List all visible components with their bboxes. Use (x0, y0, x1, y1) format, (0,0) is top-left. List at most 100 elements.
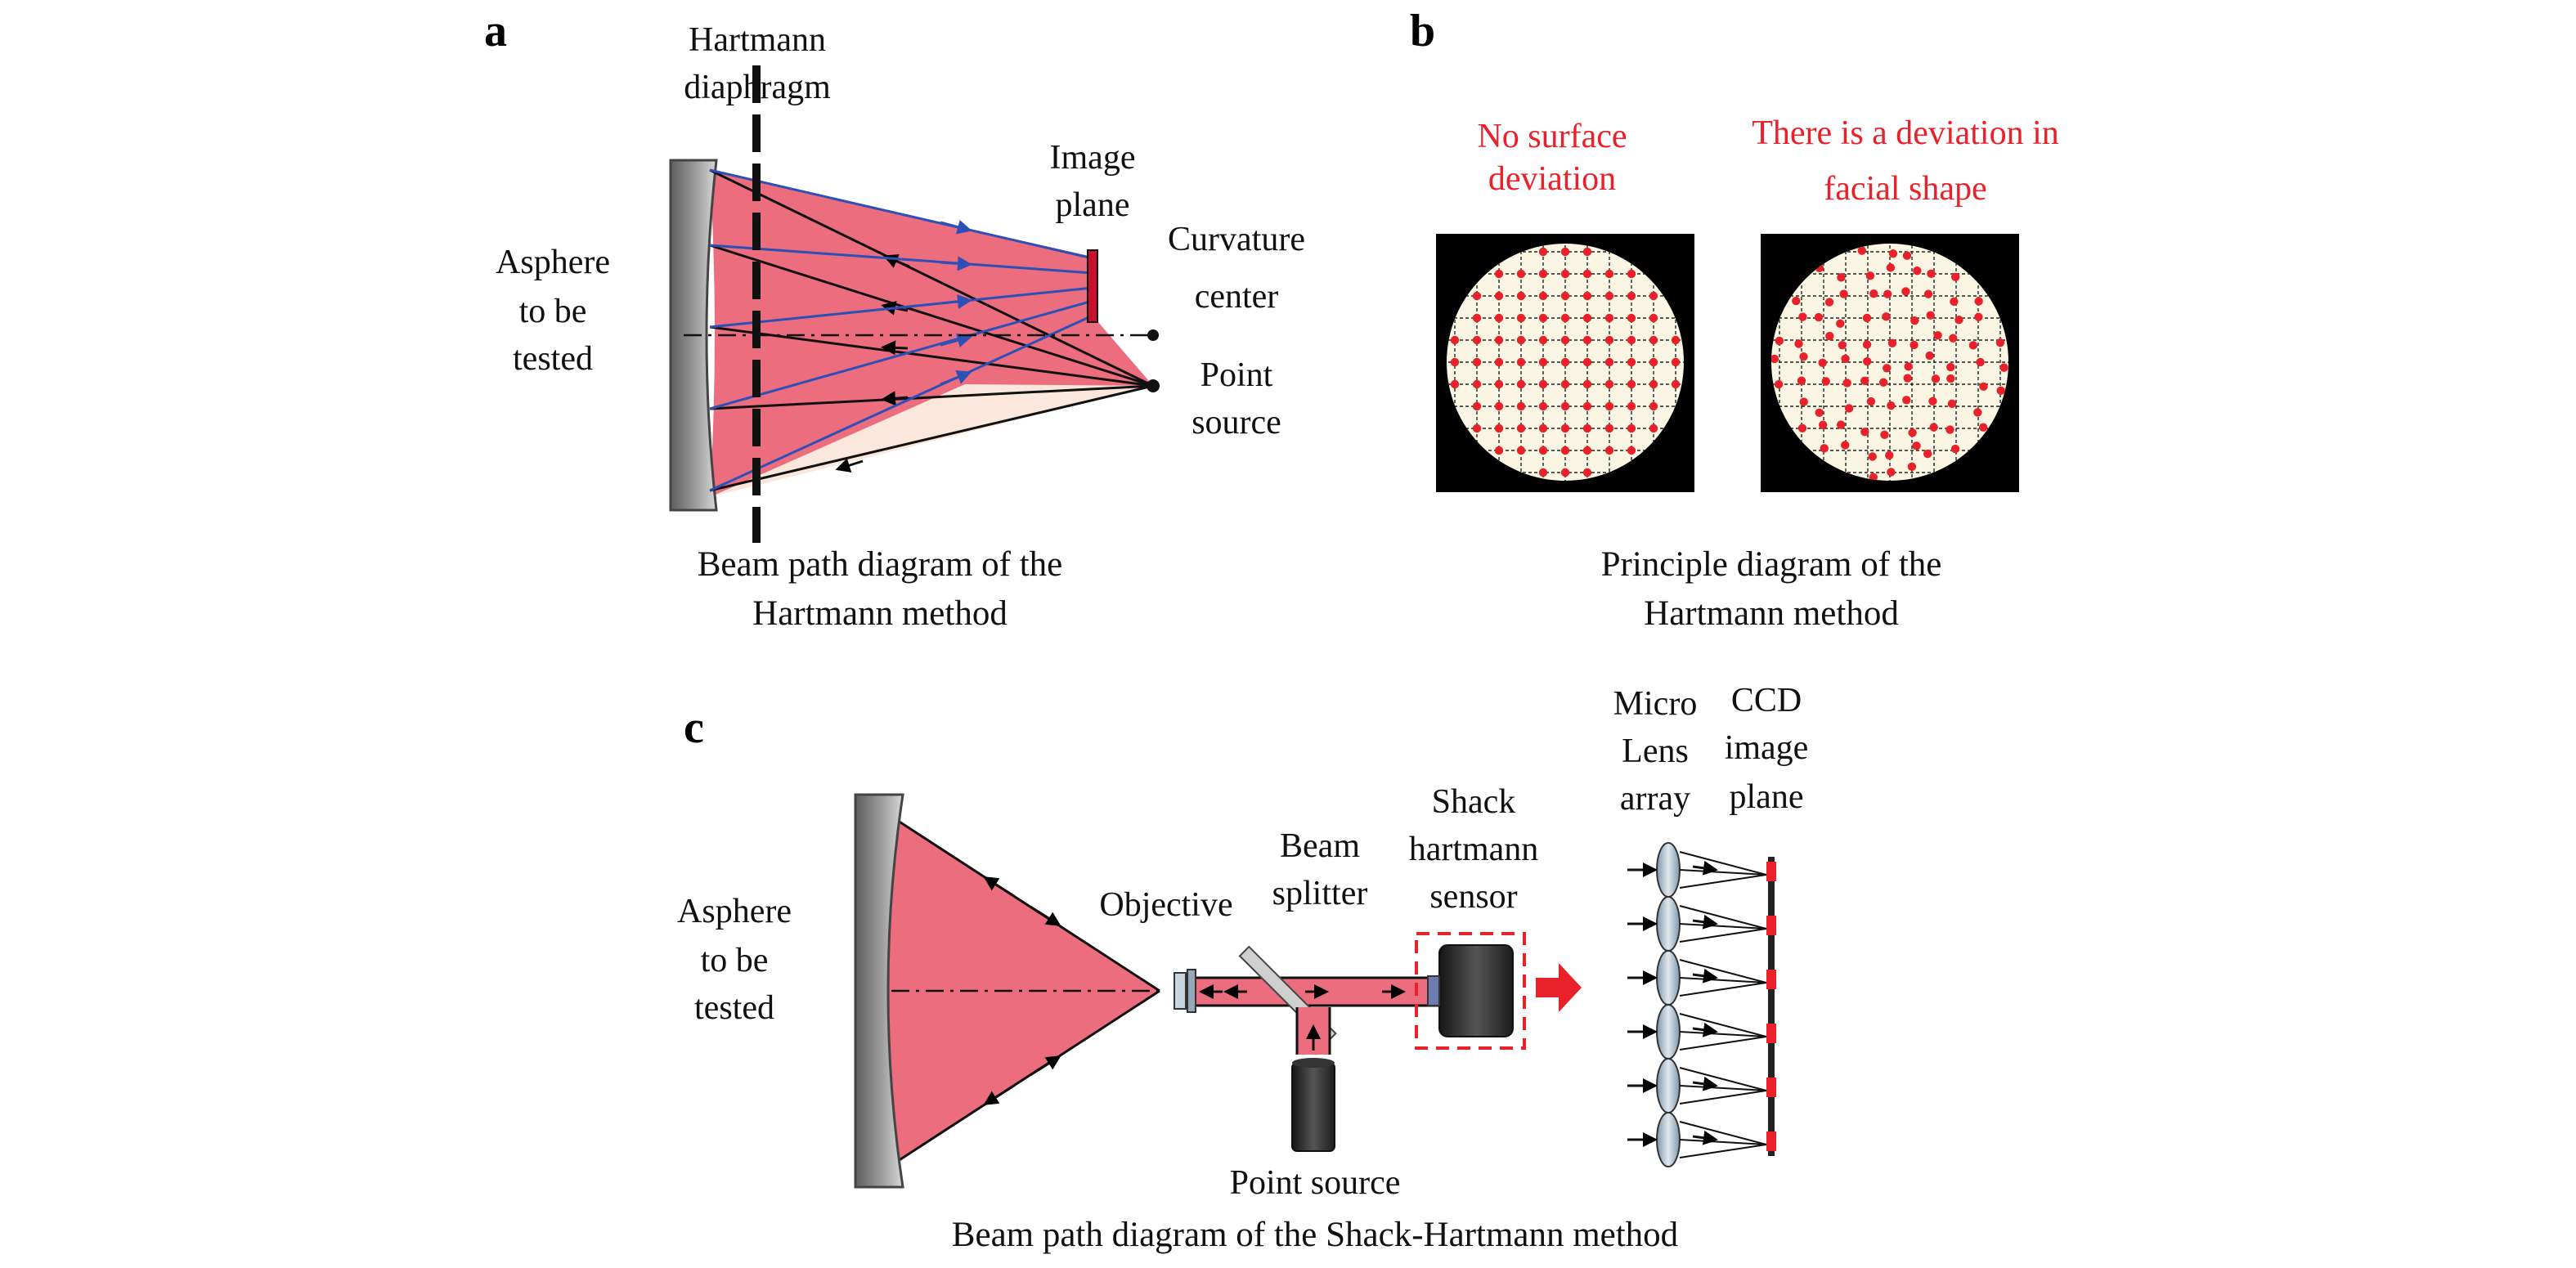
reflected-rays (709, 168, 1093, 492)
asphere-mirror-c (854, 793, 904, 1189)
spot (1604, 269, 1614, 279)
spot (1903, 374, 1912, 383)
spot (1923, 449, 1932, 459)
focused-ray (1679, 1085, 1767, 1091)
spot (1627, 357, 1636, 367)
spot (1627, 379, 1636, 389)
spot (1649, 357, 1658, 367)
spot (1907, 462, 1917, 472)
focused-ray (1679, 869, 1767, 876)
spot (1516, 335, 1526, 345)
svg-text:Beam: Beam (1280, 827, 1360, 865)
curvature-center-dot (1147, 329, 1159, 341)
spot (1797, 423, 1807, 432)
micro-lens (1656, 1058, 1681, 1113)
focused-ray-arrow (1692, 1130, 1718, 1145)
spot (1837, 273, 1846, 282)
panel-letter-c: c (684, 702, 704, 753)
spot (1979, 382, 1988, 392)
svg-text:source: source (1192, 404, 1281, 441)
spot (1862, 340, 1872, 349)
svg-text:No surface: No surface (1477, 118, 1627, 155)
spot (1902, 251, 1912, 260)
caption-b: Principle diagram of the Hartmann method (1601, 545, 1942, 633)
spot (1866, 397, 1876, 406)
source-beam-rays (1295, 1007, 1331, 1055)
spot (1878, 378, 1888, 387)
caption-c: Beam path diagram of the Shack-Hartmann … (952, 1216, 1678, 1254)
spot (1927, 269, 1936, 279)
spot (1538, 423, 1548, 433)
spot (1516, 291, 1526, 301)
spot (1775, 336, 1784, 346)
spot (1774, 379, 1784, 389)
point-source-label-a: Point source (1192, 356, 1281, 441)
ccd-spot (1766, 970, 1776, 989)
spot (1912, 441, 1921, 450)
spot (1472, 401, 1482, 411)
spot (1863, 356, 1872, 366)
svg-text:CCD: CCD (1731, 682, 1802, 719)
image-plane (1087, 249, 1098, 323)
spot (1582, 313, 1592, 323)
focused-ray-arrow (1692, 914, 1718, 930)
spot (1797, 376, 1806, 385)
spot (1947, 399, 1957, 409)
svg-text:Asphere: Asphere (677, 893, 792, 930)
svg-text:plane: plane (1056, 186, 1130, 224)
spot (1908, 428, 1917, 437)
micro-lens-array (1627, 842, 1767, 1167)
spot (1450, 335, 1460, 345)
spot (1582, 468, 1592, 477)
panel-a: a (484, 6, 1305, 633)
spot (1974, 297, 1983, 306)
svg-text:Hartmann method: Hartmann method (752, 594, 1008, 633)
svg-text:facial shape: facial shape (1824, 170, 1986, 208)
beam-splitter-label: Beam splitter (1272, 827, 1368, 912)
spot (1824, 298, 1834, 307)
spot (1933, 330, 1942, 340)
spot (1771, 354, 1779, 364)
spot (1494, 291, 1504, 301)
micro-lens (1656, 1112, 1681, 1167)
spot (1976, 357, 1985, 367)
focused-ray (1679, 982, 1767, 997)
spot (1494, 423, 1504, 433)
spot (1627, 446, 1636, 455)
spot (1582, 401, 1592, 411)
spot (1649, 401, 1658, 411)
svg-text:tested: tested (513, 340, 593, 378)
spot (1604, 291, 1614, 301)
incident-rays (709, 168, 1154, 492)
focused-ray (1679, 959, 1767, 983)
focused-ray (1679, 928, 1767, 943)
svg-text:plane: plane (1730, 778, 1804, 816)
spot (1627, 401, 1636, 411)
objective-lens (1174, 969, 1196, 1013)
spot (1538, 313, 1548, 323)
spot (1794, 339, 1803, 348)
spot (1929, 423, 1938, 432)
spot (1538, 357, 1548, 367)
svg-text:Image: Image (1050, 139, 1136, 177)
ccd-spots (1766, 862, 1776, 1151)
focused-ray (1679, 874, 1767, 889)
svg-text:There is a deviation in: There is a deviation in (1752, 114, 2059, 152)
spot (1842, 379, 1851, 388)
spot (1627, 423, 1636, 433)
spot (1582, 446, 1592, 455)
spot (1538, 401, 1548, 411)
svg-text:splitter: splitter (1272, 875, 1368, 912)
spot (1814, 312, 1824, 322)
spot (1882, 312, 1891, 321)
focused-ray (1679, 977, 1767, 983)
spot (1904, 362, 1913, 371)
spot (1582, 335, 1592, 345)
spot (1472, 335, 1482, 345)
spot (1538, 335, 1548, 345)
focused-ray (1679, 1013, 1767, 1037)
spot (1560, 379, 1570, 389)
spot (1560, 446, 1570, 455)
spot (1841, 441, 1850, 450)
